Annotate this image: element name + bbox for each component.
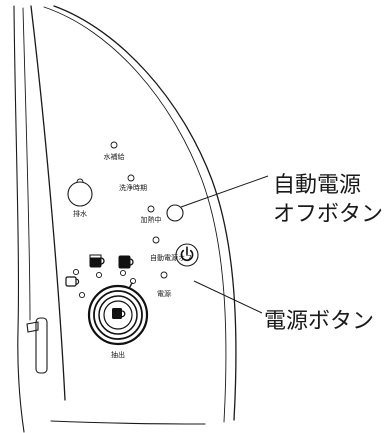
extract-dial-ring-3 xyxy=(98,295,138,335)
machine-body xyxy=(13,5,237,433)
auto-power-off-label: 自動電源オフ xyxy=(150,253,192,262)
cup-icons xyxy=(65,254,134,287)
power-lamp xyxy=(160,271,168,279)
auto-power-off-callout-line1: 自動電源 xyxy=(273,173,361,198)
power-button-callout-line xyxy=(193,280,263,314)
housing-left-outer-edge xyxy=(13,5,25,433)
auto-power-off-button[interactable] xyxy=(166,204,184,222)
drip-tray-lever-tab xyxy=(26,321,39,333)
power-icon xyxy=(180,246,194,262)
extract-dial-ring-4 xyxy=(103,300,133,330)
water-refill-lamp xyxy=(110,141,118,149)
drip-tray-lever xyxy=(26,317,48,374)
panel-left-seam xyxy=(30,5,66,401)
extract-cup-icon xyxy=(112,308,126,319)
cup-lamp-right xyxy=(119,269,127,277)
cup-lamp-mid xyxy=(95,271,103,279)
power-button-callout: 電源ボタン xyxy=(264,309,374,334)
extract-label: 抽出 xyxy=(111,350,125,359)
power-label: 電源 xyxy=(157,289,171,298)
heating-label: 加熱中 xyxy=(141,215,162,224)
panel-bottom-edge xyxy=(50,420,206,425)
extract-dial-ring-2 xyxy=(93,290,143,340)
drain-button[interactable] xyxy=(67,181,93,207)
housing-left-inner-edge xyxy=(22,7,31,321)
clean-time-lamp xyxy=(127,174,135,182)
auto-power-off-callout-line2: オフボタン xyxy=(273,202,383,227)
auto-power-off-lamp xyxy=(152,236,160,244)
water-refill-label: 水補給 xyxy=(104,152,125,161)
housing-right-inner-edge xyxy=(43,6,227,423)
drip-tray-lever-body xyxy=(35,317,48,374)
cup-lamp-left-2 xyxy=(78,291,86,299)
medium-cup-icon xyxy=(89,254,105,268)
cup-lamp-lever xyxy=(129,277,137,285)
housing-right-outer-edge xyxy=(53,5,237,421)
heating-lamp xyxy=(147,205,155,213)
clean-time-label: 洗浄時期 xyxy=(119,183,147,192)
power-button[interactable] xyxy=(175,243,199,267)
large-cup-icon xyxy=(118,255,134,269)
extract-dial[interactable] xyxy=(87,282,149,346)
cup-lamp-left-1 xyxy=(72,268,80,276)
drain-label: 排水 xyxy=(73,209,87,218)
small-cup-icon xyxy=(65,276,80,287)
auto-power-off-callout-line xyxy=(180,175,269,208)
